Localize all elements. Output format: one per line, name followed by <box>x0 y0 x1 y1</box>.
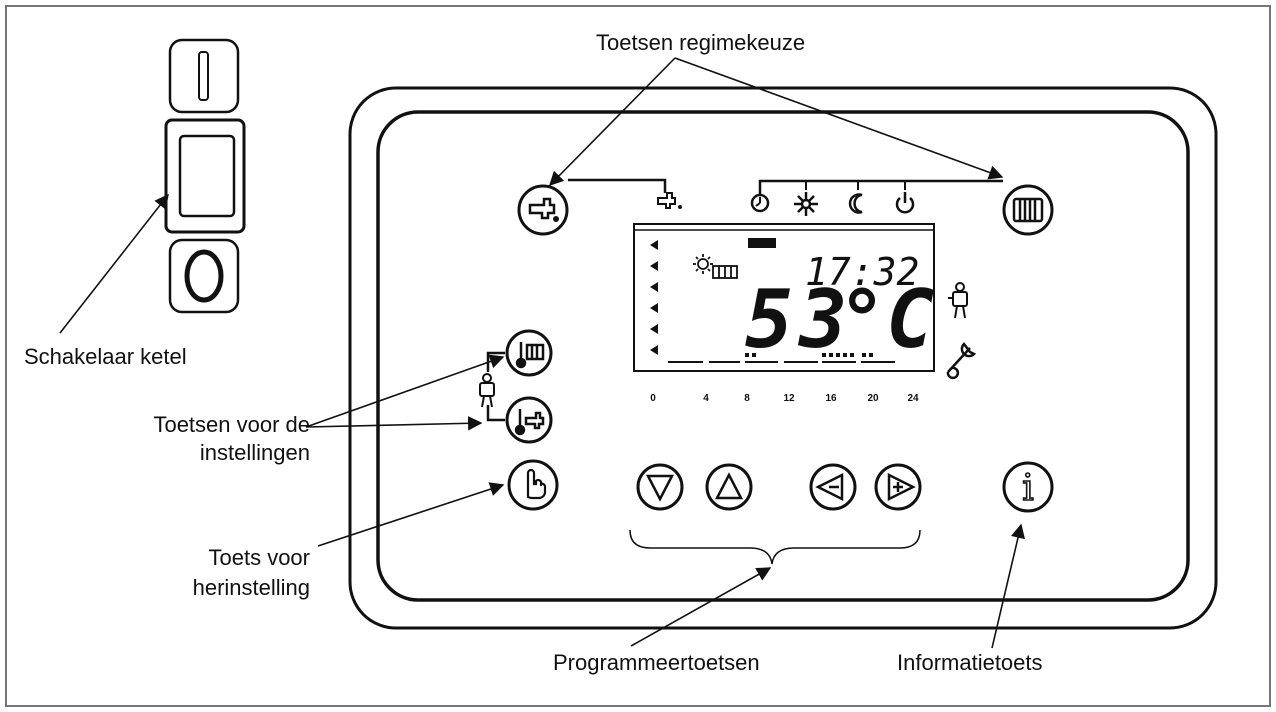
label-mode-keys: Toetsen regimekeuze <box>596 30 806 55</box>
label-programming-keys: Programmeertoetsen <box>553 650 760 675</box>
hour-tick-labels: 0 4 8 12 16 20 24 <box>650 393 919 404</box>
diagram-border <box>5 5 1271 707</box>
service-person-icon <box>948 282 968 319</box>
programming-keys-brace <box>629 529 921 565</box>
tap-icon <box>528 197 556 220</box>
label-reset-key-line2: herinstelling <box>192 575 310 600</box>
down-button[interactable] <box>636 463 684 511</box>
radiator-icon <box>1012 197 1044 223</box>
switch-rocker-frame <box>164 118 246 234</box>
switch-off-cap <box>168 238 240 314</box>
lcd-left-arrows <box>650 240 658 355</box>
wrench-icon <box>946 342 977 380</box>
lcd-time: 17:32 <box>805 250 919 294</box>
label-info-key: Informatietoets <box>897 650 1043 675</box>
triangle-left-minus-icon <box>815 472 844 502</box>
thermometer-tap-icon <box>514 409 545 436</box>
lcd-temperature: 53 <box>745 273 853 366</box>
hour-tick: 0 <box>650 393 656 404</box>
up-button[interactable] <box>705 463 753 511</box>
label-boiler-switch: Schakelaar ketel <box>24 344 187 369</box>
hour-tick: 16 <box>825 393 837 404</box>
triangle-right-plus-icon <box>887 472 916 502</box>
lcd-temperature-unit: °C <box>838 273 934 366</box>
switch-on-cap <box>168 38 240 114</box>
service-person-icon-left <box>479 373 495 408</box>
dhw-connector-line <box>568 178 667 193</box>
lcd-indicator-bar <box>748 238 776 248</box>
info-button[interactable]: i <box>1002 461 1054 513</box>
thermometer-radiator-icon <box>515 342 545 369</box>
label-reset-key-line1: Toets voor <box>208 545 311 570</box>
switch-off-symbol <box>184 249 224 303</box>
switch-on-symbol <box>198 51 209 101</box>
tap-icon-small <box>657 192 682 209</box>
triangle-down-icon <box>645 474 675 502</box>
plus-button[interactable] <box>874 463 922 511</box>
settings-connector-lines <box>486 351 505 422</box>
label-settings-keys-line2: instellingen <box>199 440 310 465</box>
info-icon: i <box>1022 468 1034 509</box>
triangle-up-icon <box>714 472 744 500</box>
label-settings-keys-line1: Toetsen voor de <box>153 412 310 437</box>
lcd-sun-radiator-icon <box>693 254 738 279</box>
hand-icon <box>526 468 547 500</box>
panel-outer-frame <box>348 86 1218 630</box>
switch-rocker[interactable] <box>178 134 236 218</box>
heating-connector-line <box>758 179 1003 195</box>
hour-tick: 24 <box>907 393 919 404</box>
hour-tick: 8 <box>744 393 750 404</box>
clock-icon <box>750 193 770 213</box>
hour-tick: 20 <box>867 393 879 404</box>
hour-tick: 4 <box>703 393 709 404</box>
power-icon <box>895 192 915 214</box>
heating-mode-button[interactable] <box>1002 184 1054 236</box>
callout-arrows <box>59 57 1026 649</box>
reset-button[interactable] <box>507 459 559 511</box>
panel-inner-frame <box>376 110 1190 602</box>
dhw-mode-button[interactable] <box>517 184 569 236</box>
moon-icon <box>848 193 863 214</box>
lcd-program-blocks <box>745 353 873 357</box>
sun-icon <box>794 192 818 216</box>
boiler-switch[interactable] <box>164 38 246 314</box>
minus-button[interactable] <box>809 463 857 511</box>
heating-setting-button[interactable] <box>505 329 553 377</box>
lcd-display: 17:32 53 °C <box>633 223 935 372</box>
dhw-setting-button[interactable] <box>505 396 553 444</box>
hour-tick: 12 <box>783 393 795 404</box>
